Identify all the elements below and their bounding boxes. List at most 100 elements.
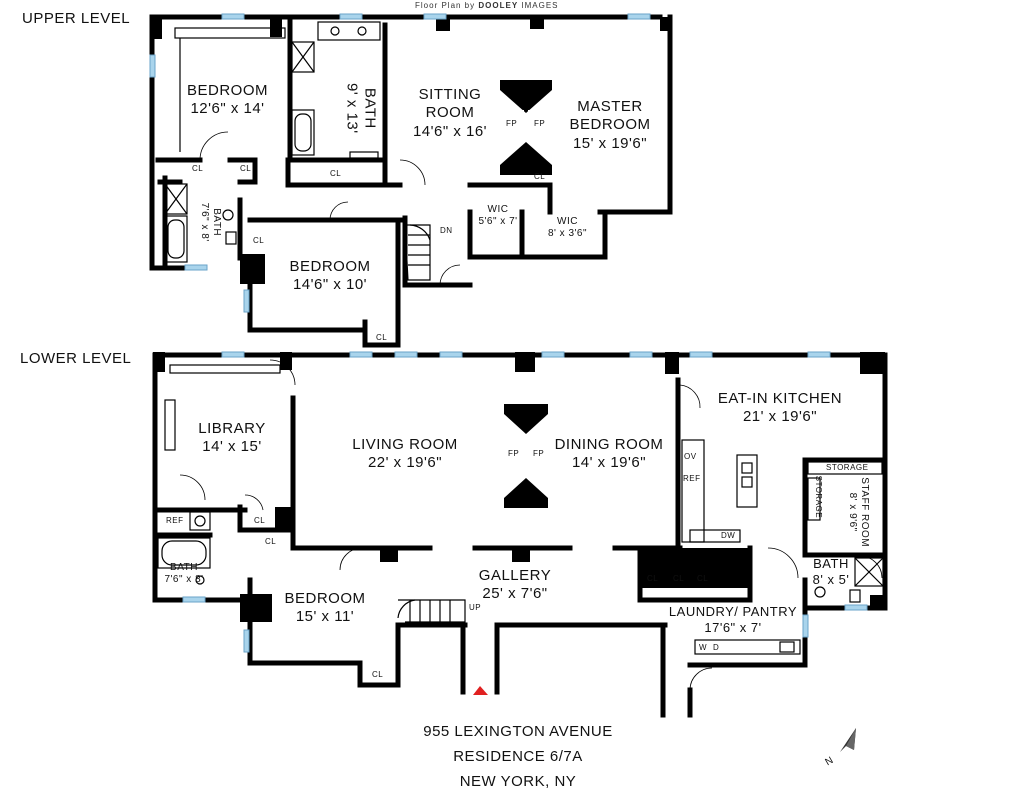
upper-level-walls	[149, 14, 673, 348]
room-dining: DINING ROOM 14' x 19'6"	[544, 436, 674, 473]
upper-fireplace-block	[500, 80, 552, 175]
closet-label: CL	[376, 333, 388, 342]
stairs-down-label: DN	[440, 226, 453, 235]
room-dims: 12'6" x 14'	[190, 100, 265, 118]
room-dims: 8' x 3'6"	[547, 228, 588, 240]
room-name: LAUNDRY/ PANTRY	[668, 604, 798, 619]
credit-suffix: IMAGES	[521, 1, 559, 10]
room-name: BATH	[211, 208, 223, 237]
closet-label: CL	[254, 516, 266, 525]
room-staff: STAFF ROOM 8' x 9'6"	[846, 472, 870, 552]
stairs-up-label: UP	[469, 603, 482, 612]
room-dims: 21' x 19'6"	[742, 408, 818, 426]
room-wic-2: WIC 8' x 3'6"	[535, 216, 600, 240]
closet-label: CL	[673, 574, 685, 583]
dishwasher-label: DW	[721, 531, 736, 540]
room-bedroom-upper-1: BEDROOM 12'6" x 14'	[180, 82, 275, 119]
floor-plan-credit: Floor Plan by DOOLEY IMAGES	[415, 1, 559, 10]
room-name-line2: ROOM	[425, 104, 475, 122]
storage-label-vertical: STORAGE	[814, 475, 824, 519]
compass-arrow-icon	[840, 728, 856, 752]
address-line-1: 955 LEXINGTON AVENUE	[423, 723, 613, 740]
washer-label: W	[699, 643, 708, 652]
room-name: LIBRARY	[198, 420, 266, 437]
room-gallery: GALLERY 25' x 7'6"	[465, 567, 565, 604]
room-name: BATH	[361, 87, 379, 129]
lower-windows	[182, 351, 868, 653]
upper-solid-blocks	[150, 17, 672, 284]
address-line-2: RESIDENCE 6/7A	[453, 748, 583, 765]
property-address: 955 LEXINGTON AVENUE RESIDENCE 6/7A NEW …	[408, 719, 628, 794]
fireplace-label: FP	[508, 449, 520, 458]
refrigerator-label: REF	[683, 474, 701, 483]
room-dims: 25' x 7'6"	[482, 585, 548, 603]
lower-solid-blocks	[153, 352, 885, 622]
room-bedroom-upper-2: BEDROOM 14'6" x 10'	[275, 258, 385, 295]
room-name: EAT-IN KITCHEN	[717, 390, 843, 407]
room-name: BEDROOM	[186, 82, 268, 99]
closet-label: CL	[647, 574, 659, 583]
fireplace-label: FP	[534, 119, 546, 128]
oven-label: OV	[684, 452, 697, 461]
closet-label: CL	[253, 236, 265, 245]
lower-level-heading: LOWER LEVEL	[20, 350, 132, 367]
room-dims: 15' x 19'6"	[572, 134, 648, 152]
refrigerator-label: REF	[166, 516, 184, 525]
room-name-line1: SITTING	[418, 86, 482, 103]
closet-label: CL	[330, 169, 342, 178]
upper-level-heading: UPPER LEVEL	[22, 10, 131, 27]
room-bath-lower-right: BATH 8' x 5'	[805, 556, 857, 588]
room-bath-upper-1: BATH 9' x 13'	[342, 58, 379, 158]
room-wic-1: WIC 5'6" x 7'	[472, 204, 524, 228]
room-name: LIVING ROOM	[352, 436, 458, 453]
room-bath-lower-left: BATH 7'6" x 8'	[160, 562, 208, 586]
room-dims: 7'6" x 8'	[199, 202, 210, 242]
closet-label: CL	[372, 670, 384, 679]
room-name: DINING ROOM	[554, 436, 664, 453]
room-dims: 14'6" x 16'	[412, 122, 488, 140]
upper-fixtures	[164, 21, 461, 286]
room-dims: 14'6" x 10'	[292, 276, 368, 294]
room-name-line2: BEDROOM	[569, 116, 651, 134]
room-name: GALLERY	[478, 567, 552, 584]
room-library: LIBRARY 14' x 15'	[182, 420, 282, 457]
credit-brand: DOOLEY	[478, 1, 519, 10]
room-name: STAFF ROOM	[859, 477, 871, 548]
room-master-bedroom: MASTER BEDROOM 15' x 19'6"	[560, 98, 660, 153]
room-dims: 22' x 19'6"	[367, 454, 443, 472]
room-dims: 14' x 15'	[202, 438, 262, 456]
room-dims: 15' x 11'	[295, 608, 355, 626]
room-dims: 8' x 9'6"	[847, 492, 858, 532]
room-dims: 7'6" x 8'	[164, 574, 204, 586]
closet-label: CL	[697, 574, 709, 583]
credit-prefix: Floor Plan by	[415, 1, 476, 10]
room-dims: 14' x 19'6"	[571, 454, 647, 472]
closet-label: CL	[534, 172, 546, 181]
room-dims: 17'6" x 7'	[704, 619, 762, 635]
entry-marker-icon	[473, 686, 488, 695]
room-name: WIC	[487, 204, 509, 215]
room-dims: 5'6" x 7'	[478, 216, 518, 228]
storage-label: STORAGE	[826, 463, 869, 472]
room-kitchen: EAT-IN KITCHEN 21' x 19'6"	[700, 390, 860, 427]
fireplace-label: FP	[506, 119, 518, 128]
address-line-3: NEW YORK, NY	[459, 773, 577, 790]
room-name: BEDROOM	[289, 258, 371, 275]
closet-label: CL	[192, 164, 204, 173]
room-dims: 9' x 13'	[343, 83, 360, 134]
room-living: LIVING ROOM 22' x 19'6"	[340, 436, 470, 473]
room-bedroom-lower: BEDROOM 15' x 11'	[280, 590, 370, 627]
room-dims: 8' x 5'	[812, 571, 850, 587]
room-bath-upper-2: BATH 7'6" x 8'	[198, 192, 222, 252]
closet-label: CL	[265, 537, 277, 546]
room-name: BATH	[170, 562, 198, 573]
room-name: BEDROOM	[284, 590, 366, 607]
upper-windows	[149, 13, 651, 313]
room-laundry-pantry: LAUNDRY/ PANTRY 17'6" x 7'	[668, 604, 798, 636]
fireplace-label: FP	[533, 449, 545, 458]
lower-fixtures	[157, 359, 884, 691]
dryer-label: D	[713, 643, 720, 652]
room-name-line1: MASTER	[577, 98, 643, 115]
lower-fireplace-block	[504, 404, 548, 508]
